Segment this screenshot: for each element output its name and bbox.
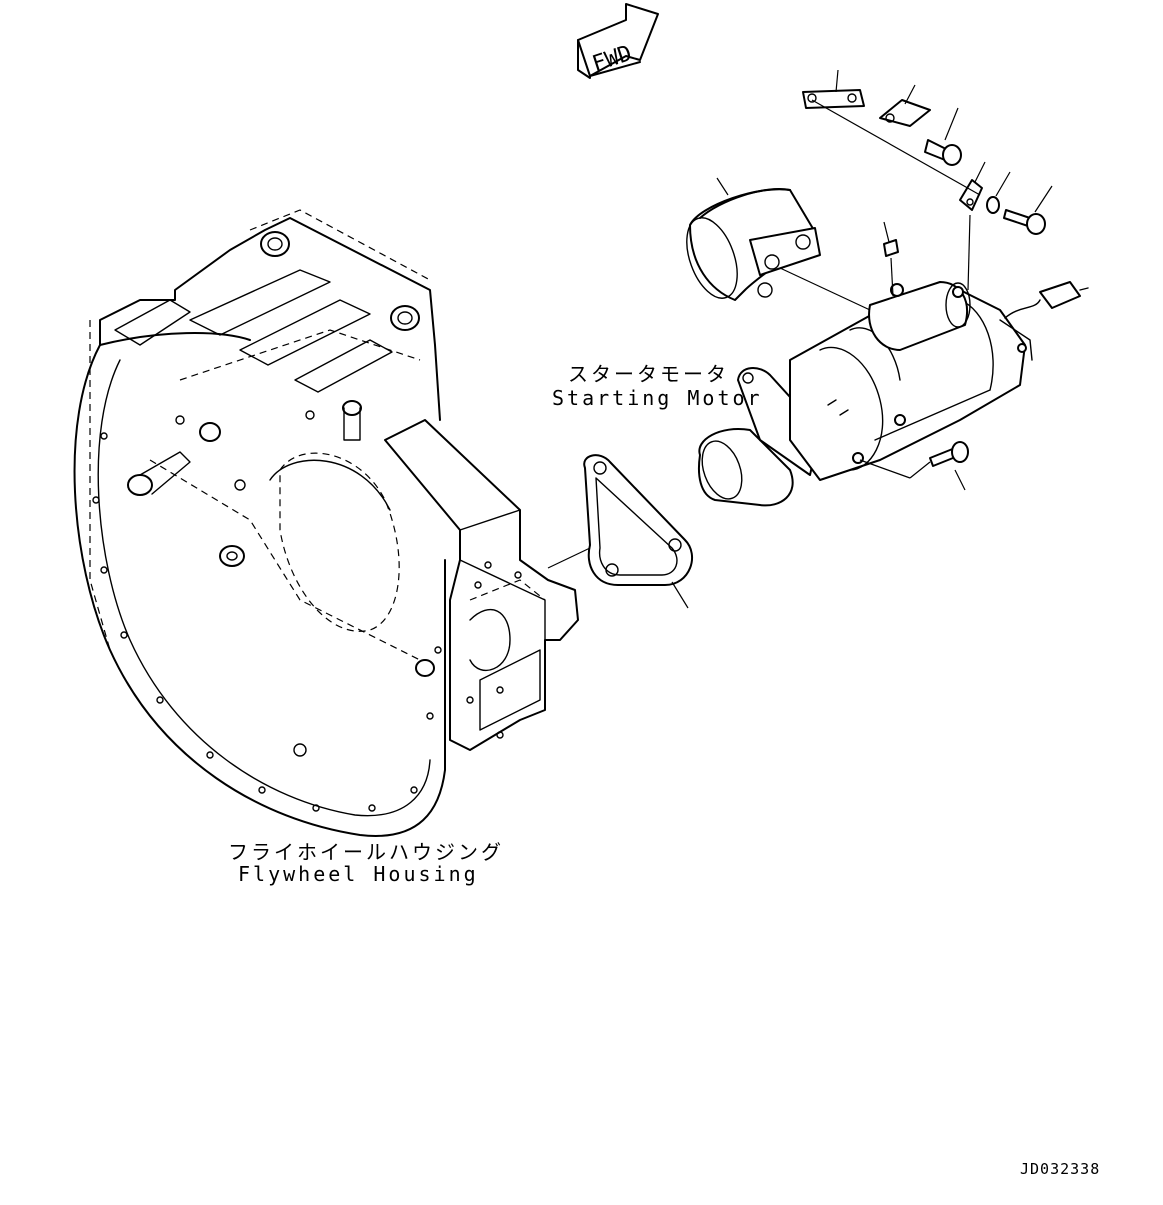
flywheel-housing bbox=[73, 209, 579, 837]
starting-motor-label-en: Starting Motor bbox=[552, 386, 763, 410]
gasket bbox=[547, 454, 694, 609]
fwd-arrow: FWD bbox=[577, 3, 659, 79]
drawing-code: JD032338 bbox=[1020, 1160, 1101, 1178]
heat-shield bbox=[686, 177, 871, 311]
flywheel-housing-label-jp: フライホイールハウジング bbox=[228, 840, 504, 864]
flywheel-housing-label-en: Flywheel Housing bbox=[238, 862, 479, 886]
bracket-hardware bbox=[802, 69, 1053, 491]
starting-motor bbox=[697, 281, 1089, 507]
starting-motor-label-jp: スタータモータ bbox=[568, 362, 729, 386]
flange-bolt-holes bbox=[92, 410, 442, 812]
